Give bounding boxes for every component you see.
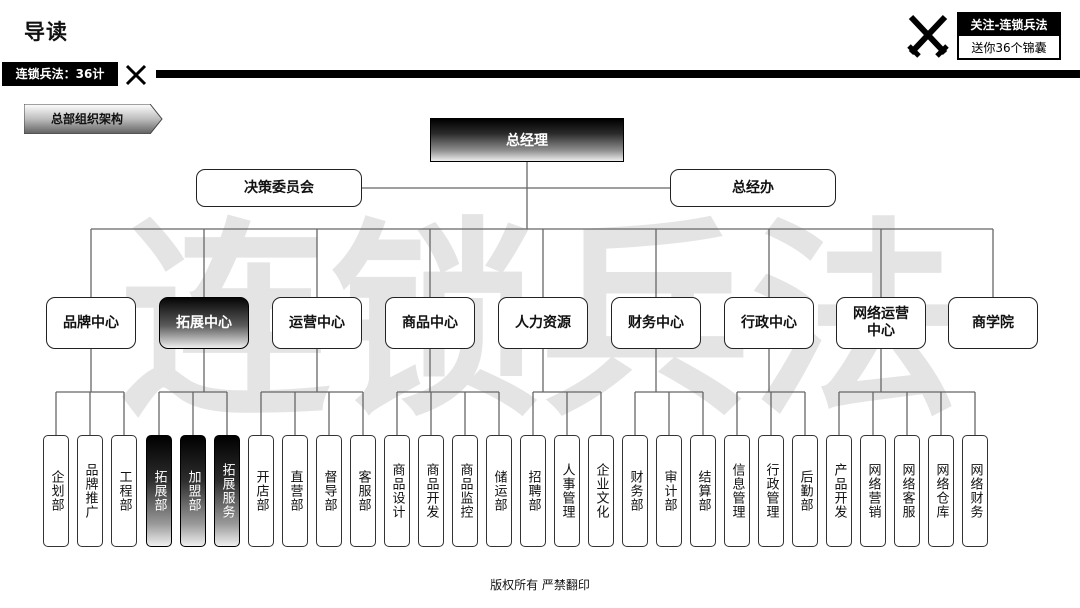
crossed-swords-icon [125, 64, 147, 86]
decision-committee-box: 决策委员会 [196, 169, 362, 207]
dept-box: 拓展服务 [214, 435, 240, 547]
dept-box: 直营部 [282, 435, 308, 547]
section-tag-shape [24, 104, 163, 134]
center-business-school: 商学院 [948, 297, 1038, 349]
crossed-swords-logo-icon [907, 14, 949, 58]
general-office-box: 总经办 [670, 169, 836, 207]
center-brand: 品牌中心 [46, 297, 136, 349]
center-operations: 运营中心 [272, 297, 362, 349]
general-manager-box: 总经理 [430, 118, 624, 162]
dept-box: 商品监控 [452, 435, 478, 547]
dept-box: 督导部 [316, 435, 342, 547]
dept-box: 拓展部 [146, 435, 172, 547]
center-online-operations: 网络运营中心 [836, 297, 926, 349]
promo-line-1: 关注-连锁兵法 [959, 14, 1059, 36]
dept-box: 行政管理 [758, 435, 784, 547]
center-administration: 行政中心 [724, 297, 814, 349]
dept-box: 加盟部 [180, 435, 206, 547]
dept-box: 企业文化 [588, 435, 614, 547]
promo-box: 关注-连锁兵法 送你36个锦囊 [957, 12, 1061, 60]
dept-box: 储运部 [486, 435, 512, 547]
dept-box: 信息管理 [724, 435, 750, 547]
dept-box: 结算部 [690, 435, 716, 547]
dept-box: 人事管理 [554, 435, 580, 547]
dept-box: 网络仓库 [928, 435, 954, 547]
section-tag: 总部组织架构 [24, 104, 164, 134]
dept-box: 商品设计 [384, 435, 410, 547]
center-expansion: 拓展中心 [159, 297, 249, 349]
dept-box: 招聘部 [520, 435, 546, 547]
dept-box: 网络营销 [860, 435, 886, 547]
section-tag-label: 总部组织架构 [50, 112, 123, 126]
dept-box: 品牌推广 [77, 435, 103, 547]
dept-box: 网络客服 [894, 435, 920, 547]
dept-box: 审计部 [656, 435, 682, 547]
dept-box: 客服部 [350, 435, 376, 547]
dept-box: 开店部 [248, 435, 274, 547]
dept-box: 工程部 [111, 435, 137, 547]
header-rule [156, 70, 1080, 78]
dept-box: 网络财务 [962, 435, 988, 547]
dept-box: 企划部 [43, 435, 69, 547]
copyright-footer: 版权所有 严禁翻印 [490, 578, 590, 592]
center-merchandise: 商品中心 [385, 297, 475, 349]
center-finance: 财务中心 [611, 297, 701, 349]
center-human-resources: 人力资源 [498, 297, 588, 349]
page-title: 导读 [24, 20, 68, 44]
dept-box: 产品开发 [826, 435, 852, 547]
dept-box: 财务部 [622, 435, 648, 547]
dept-box: 商品开发 [418, 435, 444, 547]
series-label: 连锁兵法：36计 [2, 62, 118, 86]
dept-box: 后勤部 [792, 435, 818, 547]
promo-line-2: 送你36个锦囊 [971, 41, 1047, 55]
